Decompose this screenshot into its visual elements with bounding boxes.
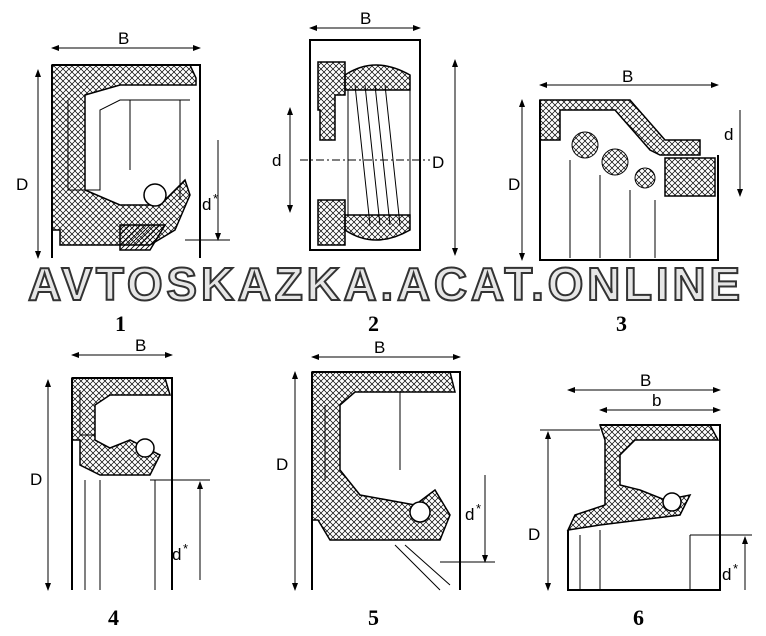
fig6-outer-label: D: [528, 525, 540, 544]
fig1-inner-asterisk: *: [213, 191, 218, 206]
fig5-width-label: B: [374, 338, 385, 357]
fig2-number: 2: [368, 311, 379, 336]
fig5-inner-asterisk: *: [476, 501, 481, 516]
fig3-outer-label: D: [508, 175, 520, 194]
fig6-width-label: B: [640, 371, 651, 390]
fig2-outer-label: D: [432, 153, 444, 172]
fig1-width-label: B: [118, 29, 129, 48]
fig4-inner-asterisk: *: [183, 541, 188, 556]
fig1-inner-label: d: [202, 195, 211, 214]
fig4-inner-label: d: [172, 545, 181, 564]
fig6-number: 6: [633, 605, 644, 630]
figure-4: B D d *: [30, 336, 210, 591]
watermark: AVTOSKAZKA.ACAT.ONLINE: [28, 258, 743, 310]
figure-2: B d D: [272, 9, 458, 256]
fig5-number: 5: [368, 605, 379, 630]
fig3-number: 3: [616, 311, 627, 336]
fig1-number: 1: [115, 311, 126, 336]
fig2-inner-label: d: [272, 151, 281, 170]
fig6-width2-label: b: [652, 391, 661, 410]
figure-3: B D d: [508, 67, 743, 261]
fig3-inner-label: d: [724, 125, 733, 144]
fig2-width-label: B: [360, 9, 371, 28]
fig5-outer-label: D: [276, 455, 288, 474]
fig4-width-label: B: [135, 336, 146, 355]
fig4-outer-label: D: [30, 470, 42, 489]
fig6-inner-label: d: [722, 565, 731, 584]
figure-6: B b D d *: [528, 371, 752, 591]
fig3-width-label: B: [622, 67, 633, 86]
figure-1: B D d *: [16, 29, 230, 259]
fig6-inner-asterisk: *: [733, 561, 738, 576]
fig5-inner-label: d: [465, 505, 474, 524]
fig4-number: 4: [108, 605, 119, 630]
figure-5: B D d *: [276, 338, 495, 591]
fig1-outer-label: D: [16, 175, 28, 194]
